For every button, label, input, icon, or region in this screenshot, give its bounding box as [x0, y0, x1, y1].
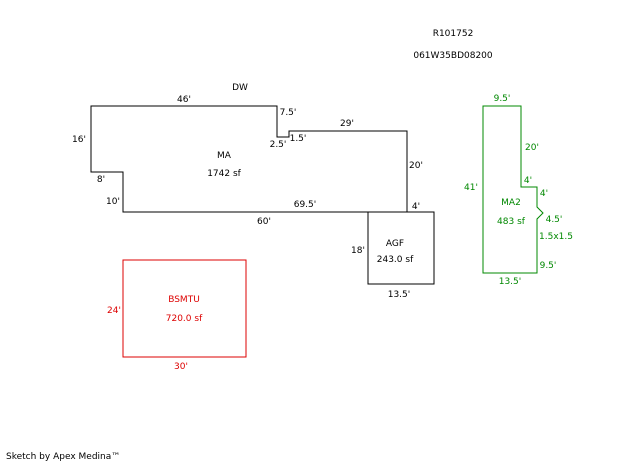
ma2-dim-lower-right: 9.5': [540, 261, 557, 271]
sketch-credit: Sketch by Apex Medina™: [6, 452, 121, 462]
bsmtu-outline: [122, 259, 247, 358]
agf-dim-width: 13.5': [388, 290, 411, 300]
main-area-top-label: DW: [232, 83, 248, 93]
main-dim-left: 16': [72, 135, 86, 145]
main-dim-bottom-inner: 69.5': [294, 200, 317, 210]
main-dim-notch-width: 8': [97, 175, 105, 185]
bsmtu-size: 720.0 sf: [166, 314, 203, 324]
main-dim-top: 46': [177, 95, 191, 105]
ma2-dim-bottom: 13.5': [499, 277, 522, 287]
main-dim-bottom: 60': [257, 217, 271, 227]
agf-size: 243.0 sf: [377, 255, 414, 265]
main-dim-step-width: 2.5': [270, 140, 287, 150]
agf-outline: [367, 211, 435, 285]
main-dim-right-small: 4': [412, 202, 420, 212]
main-dim-right: 20': [409, 161, 423, 171]
bsmtu-dim-height: 24': [107, 306, 121, 316]
record-id: R101752: [433, 29, 474, 39]
ma2-dim-step-height: 4': [540, 189, 548, 199]
ma2-label: MA2: [501, 198, 521, 208]
bsmtu-label: BSMTU: [168, 295, 200, 305]
ma2-dim-step-width: 4': [524, 176, 532, 186]
main-dim-notch-height: 10': [106, 197, 120, 207]
parcel-id: 061W35BD08200: [413, 51, 493, 61]
bsmtu-dim-width: 30': [174, 362, 188, 372]
ma2-outline: [482, 105, 544, 274]
ma2-size: 483 sf: [497, 217, 526, 227]
main-dim-step-top: 7.5': [280, 108, 297, 118]
main-area-label: MA: [217, 151, 232, 161]
ma2-dim-top: 9.5': [494, 94, 511, 104]
main-area-outline: [90, 105, 408, 213]
ma2-dim-left: 41': [464, 183, 478, 193]
ma2-dim-bump: 4.5': [546, 215, 563, 225]
ma2-dim-bump-size: 1.5x1.5: [539, 232, 573, 242]
main-dim-upper-right: 29': [340, 119, 354, 129]
agf-label: AGF: [386, 239, 404, 249]
main-area-size: 1742 sf: [207, 169, 241, 179]
main-dim-step-small: 1.5': [290, 134, 307, 144]
agf-dim-height: 18': [351, 246, 365, 256]
ma2-dim-upper-right: 20': [525, 143, 539, 153]
